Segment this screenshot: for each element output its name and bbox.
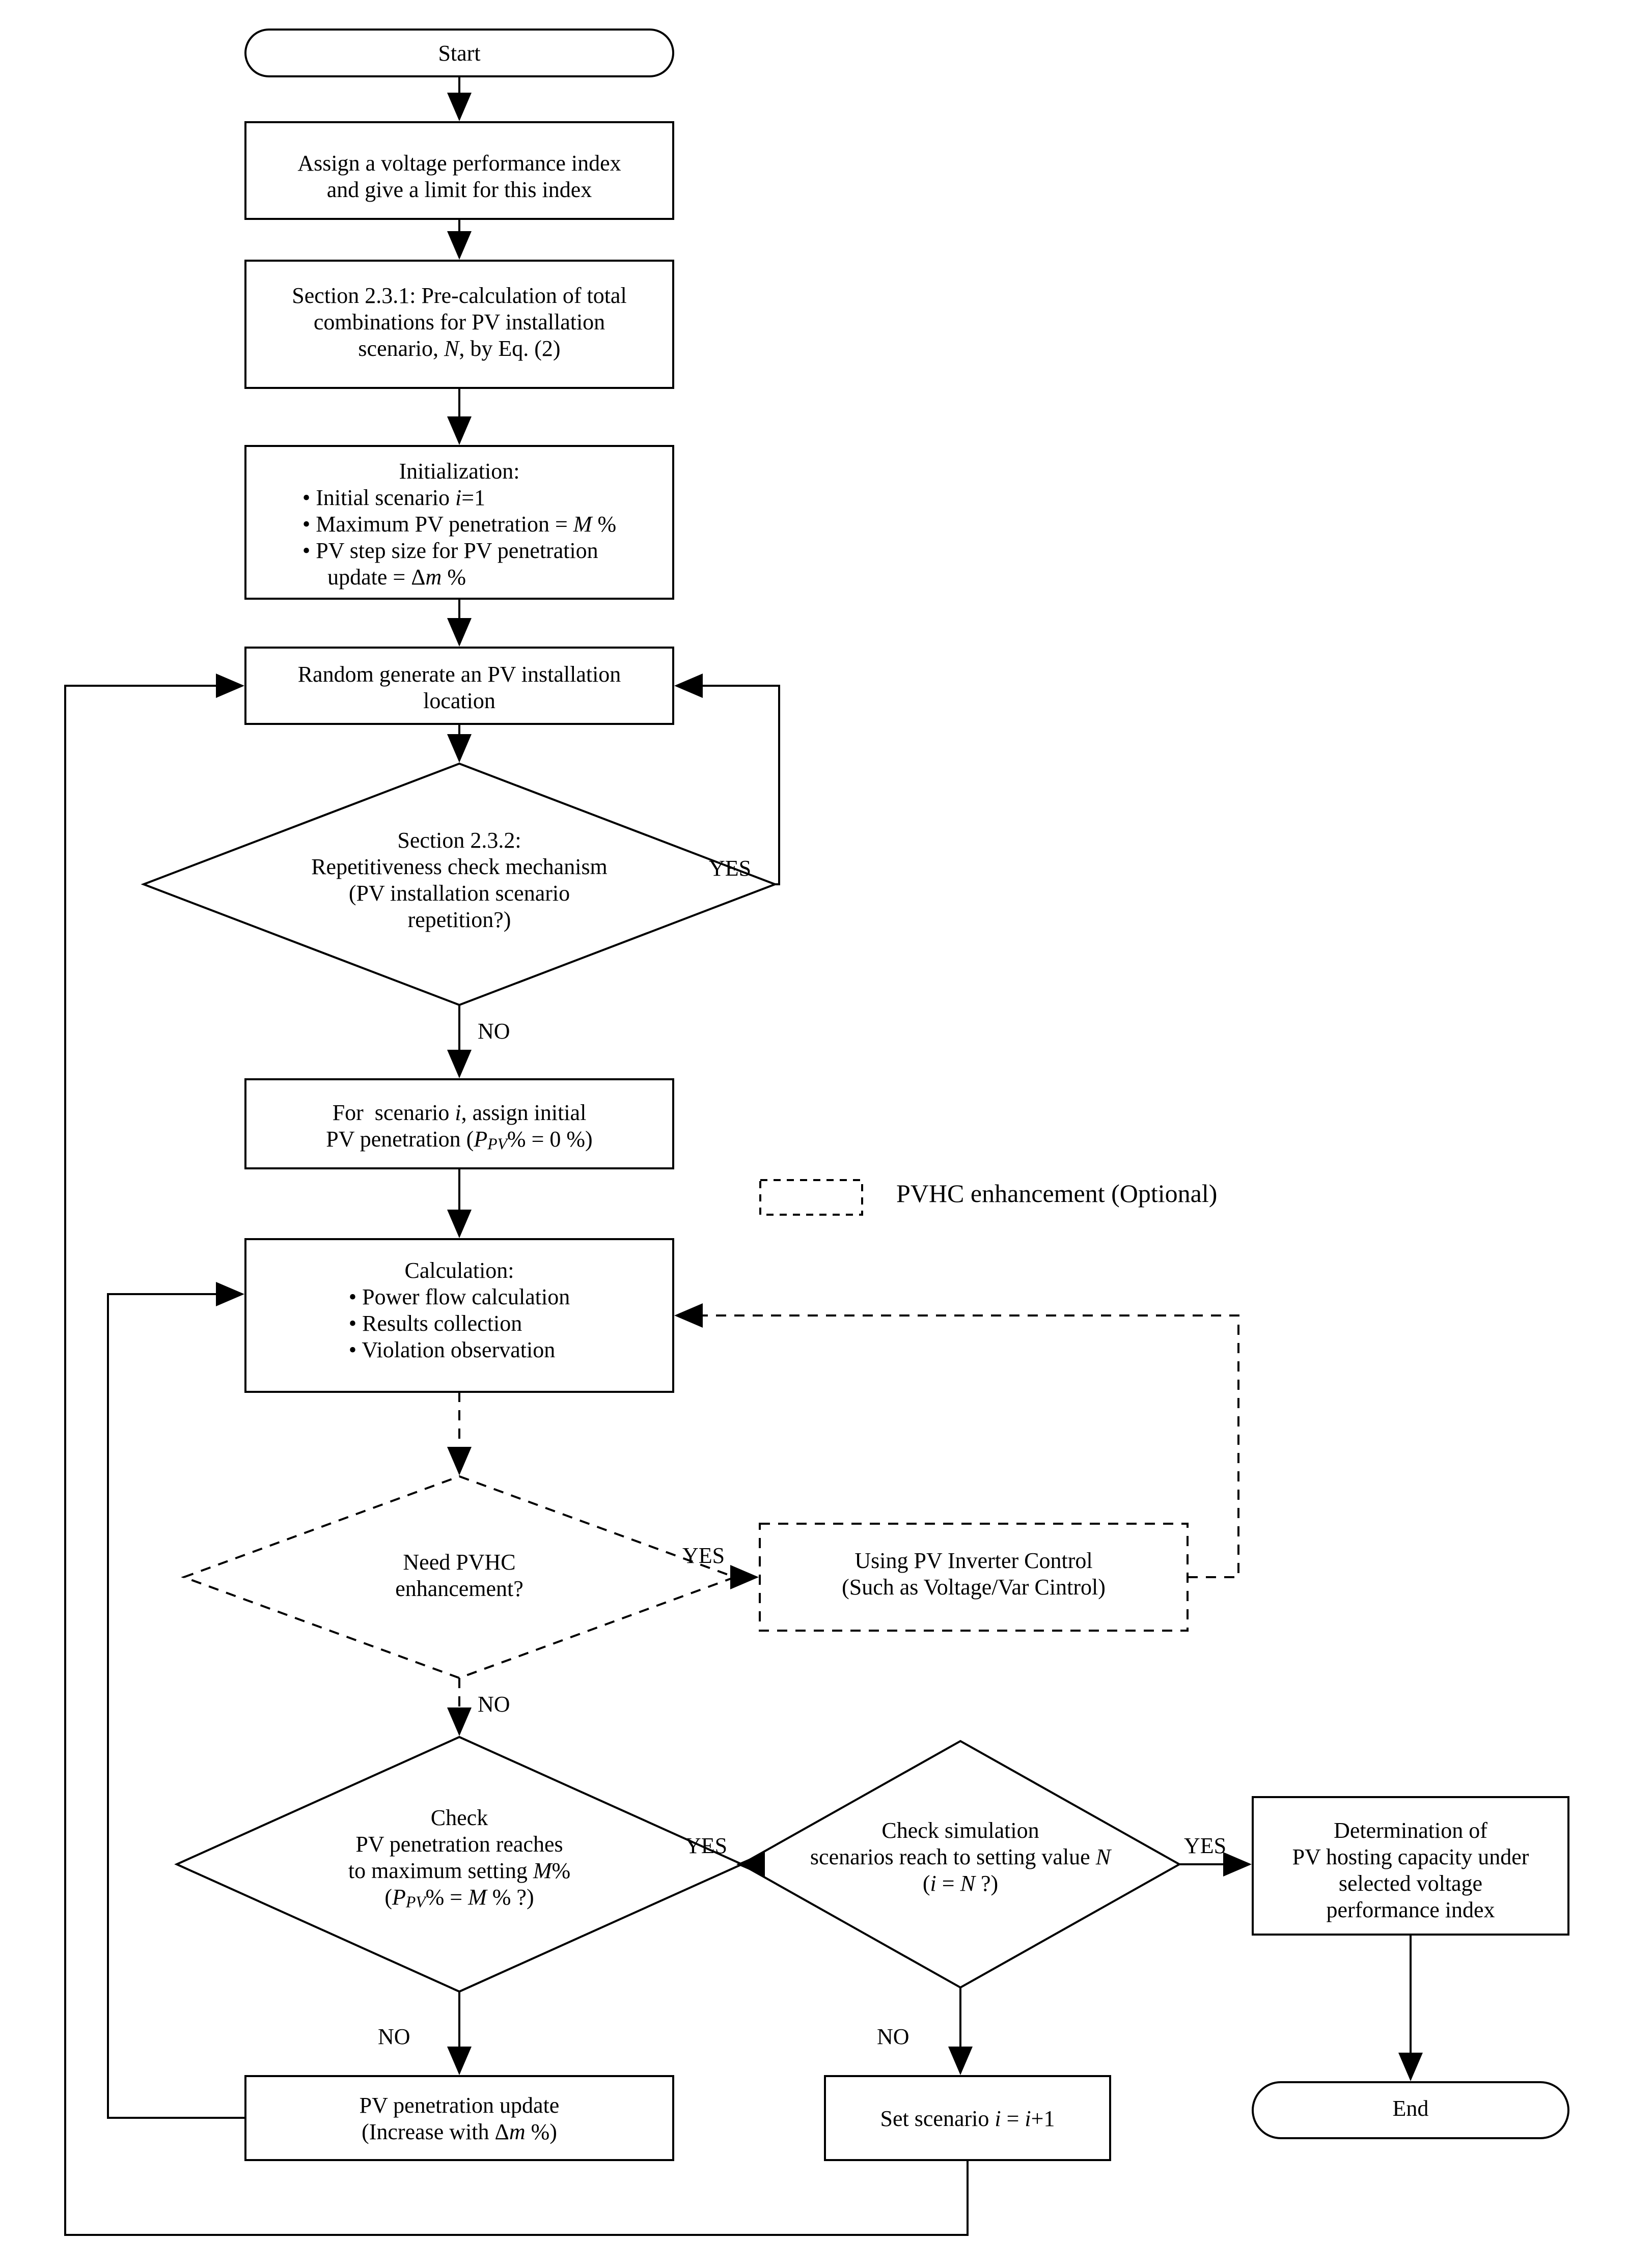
node-determination xyxy=(1252,1796,1569,1936)
edge-label-repetitiveness-yes: YES xyxy=(709,856,752,881)
edge-label-check-scenarios-yes: YES xyxy=(1184,1833,1227,1858)
node-end xyxy=(1252,2081,1569,2139)
node-precalc xyxy=(244,260,674,389)
node-calculation xyxy=(244,1238,674,1393)
legend-dashed-swatch xyxy=(759,1179,863,1216)
node-initialization-label: Initialization:• Initial scenario i=1• M… xyxy=(302,459,617,590)
node-calculation-label: Calculation:• Power flow calculation• Re… xyxy=(348,1258,570,1362)
node-inverter-control xyxy=(759,1523,1189,1632)
node-assign-index xyxy=(244,121,674,220)
node-penetration-update-label: PV penetration update(Increase with Δm %… xyxy=(359,2093,560,2144)
node-start-label: Start xyxy=(438,41,481,66)
edge-inverter-back-to-calculation xyxy=(674,1303,1239,1578)
edge-repetitiveness-yes-loop xyxy=(674,674,780,885)
edge-label-check-penetration-yes: YES xyxy=(685,1833,728,1858)
edge-penupdate-loop-to-calculation xyxy=(107,1282,245,2119)
node-repetitiveness-label: Section 2.3.2:Repetitiveness check mecha… xyxy=(311,828,608,932)
node-set-scenario-label: Set scenario i = i+1 xyxy=(880,2106,1055,2131)
edge-label-repetitiveness-no: NO xyxy=(478,1019,510,1044)
node-end-label: End xyxy=(1392,2096,1429,2121)
node-inverter-control-label: Using PV Inverter Control(Such as Voltag… xyxy=(842,1548,1106,1600)
node-assign-initial-penetration xyxy=(244,1078,674,1169)
edge-label-need-pvhc-no: NO xyxy=(478,1692,510,1717)
node-initialization xyxy=(244,445,674,600)
legend-label: PVHC enhancement (Optional) xyxy=(896,1179,1218,1208)
edge-label-check-scenarios-no: NO xyxy=(877,2024,909,2049)
edge-label-need-pvhc-yes: YES xyxy=(682,1543,725,1568)
edge-label-check-penetration-no: NO xyxy=(378,2024,410,2049)
node-set-scenario xyxy=(824,2075,1111,2161)
edge-setscenario-loop-to-random xyxy=(64,674,969,2236)
